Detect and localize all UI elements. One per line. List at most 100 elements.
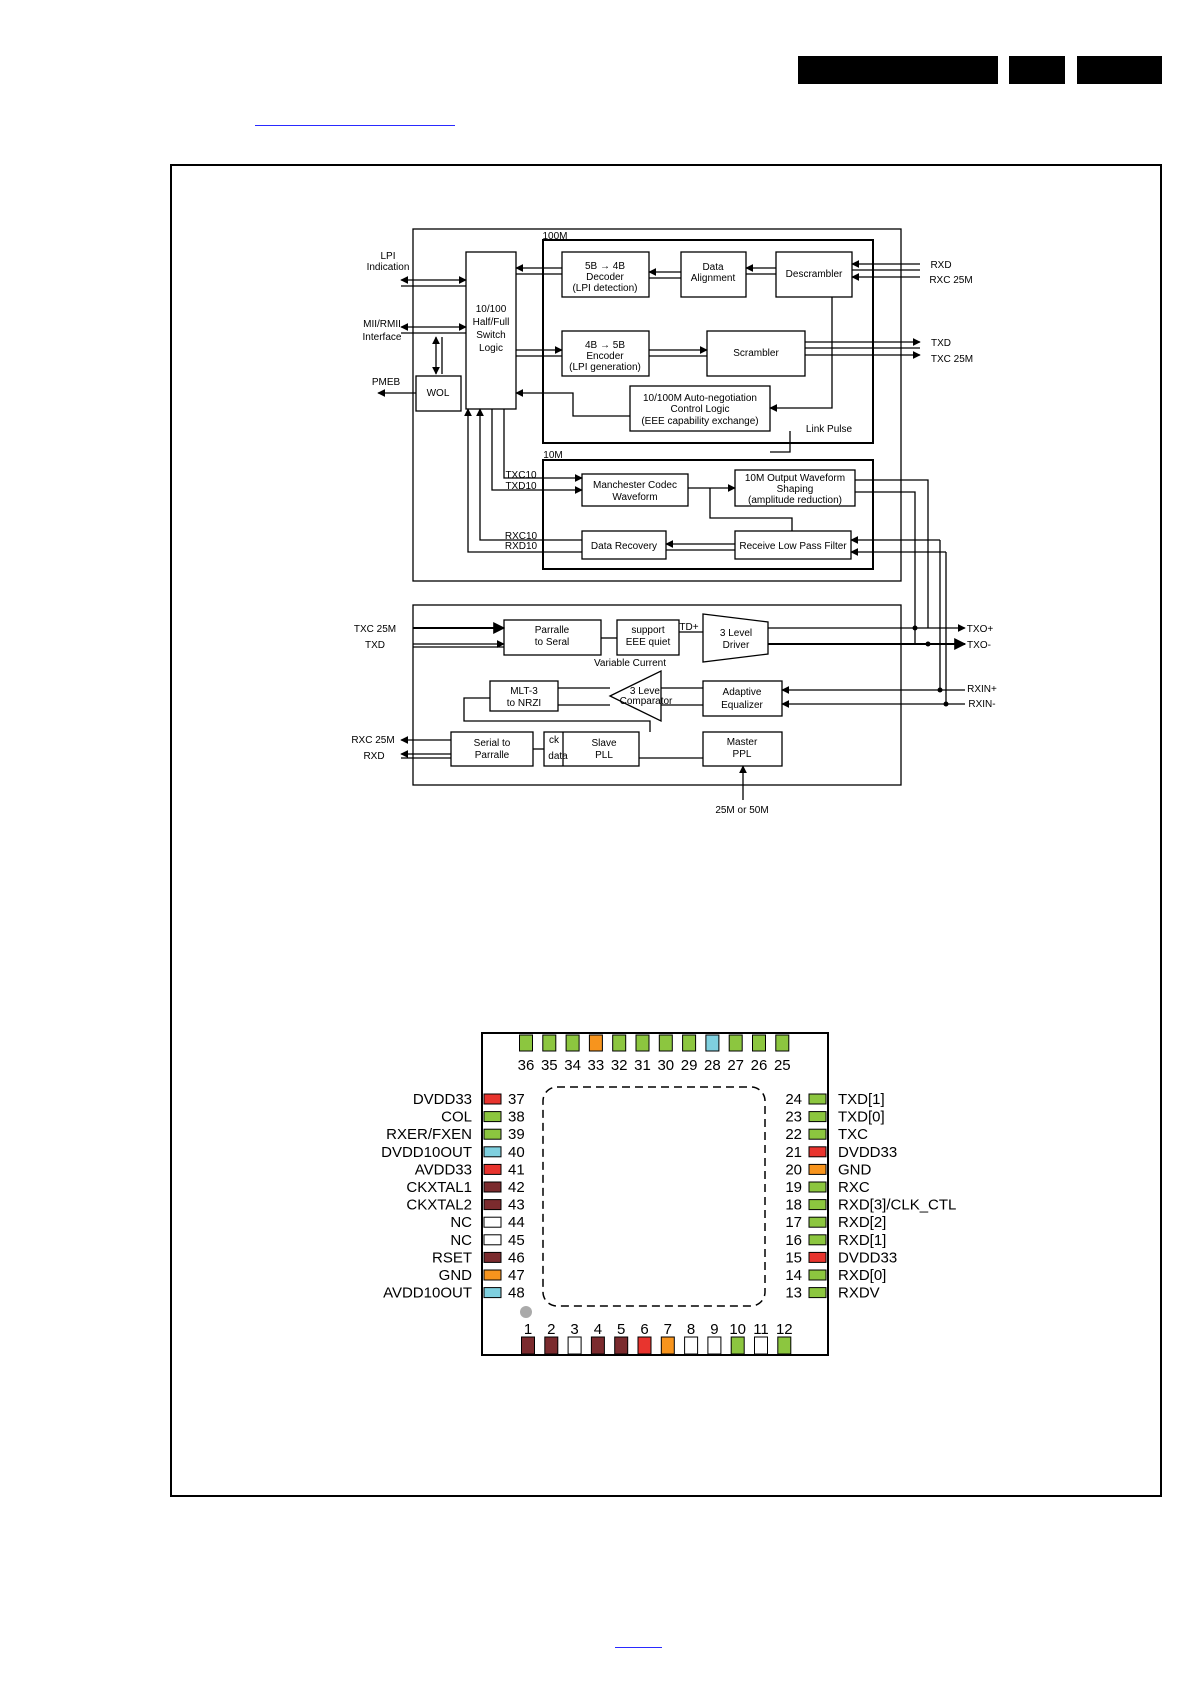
group-10m-label: 10M	[543, 450, 562, 461]
switch-logic-label-1: 10/100	[476, 304, 507, 315]
txc10-label: TXC10	[505, 470, 537, 481]
pin-number: 42	[508, 1179, 525, 1196]
descrambler-label: Descrambler	[786, 269, 843, 280]
pin-19	[808, 1181, 827, 1193]
pma-region	[412, 604, 902, 786]
decoder-label-1: 5B → 4B	[585, 261, 625, 272]
pin-number: 22	[785, 1126, 802, 1143]
pin-number: 30	[657, 1057, 674, 1074]
pin-23	[808, 1111, 827, 1123]
pin-number: 48	[508, 1285, 525, 1302]
rxd10-label: RXD10	[505, 541, 538, 552]
pin-name: TXC	[838, 1126, 868, 1143]
pin-14	[808, 1269, 827, 1281]
pin-24	[808, 1093, 827, 1105]
pin-44	[483, 1216, 502, 1228]
pin-name: GND	[838, 1161, 872, 1178]
group-10m	[542, 459, 874, 570]
pin-48	[483, 1287, 502, 1299]
master-ppl-label-1: Master	[727, 737, 758, 748]
driver-label-2: Driver	[723, 640, 750, 651]
txo-minus-label: TXO-	[967, 640, 991, 651]
pin-6	[637, 1336, 652, 1355]
pin-name: NC	[450, 1232, 472, 1249]
pin-number: 26	[751, 1057, 768, 1074]
pma-txd-label: TXD	[365, 640, 385, 651]
pin-1	[521, 1336, 535, 1355]
pin-31	[635, 1034, 650, 1052]
pin-25	[775, 1034, 790, 1052]
pin-number: 7	[664, 1321, 672, 1338]
mac-region	[412, 228, 902, 582]
bottom-link[interactable]	[615, 1647, 662, 1648]
master-ppl-label-2: PPL	[733, 749, 752, 760]
mii-label-2: Interface	[363, 332, 402, 343]
figure-frame	[170, 164, 1162, 1497]
pin-number: 35	[541, 1057, 558, 1074]
pin-43	[483, 1199, 502, 1211]
pin-number: 36	[518, 1057, 535, 1074]
exposed-pad	[542, 1086, 766, 1307]
pin-36	[519, 1034, 533, 1052]
equalizer-label-2: Equalizer	[721, 700, 763, 711]
comparator-label-1: 3 Level	[630, 686, 662, 697]
pin-26	[752, 1034, 766, 1052]
clock-in-label: 25M or 50M	[715, 805, 768, 816]
rxc10-label: RXC10	[505, 531, 538, 542]
pma-rxc25m-label: RXC 25M	[351, 735, 394, 746]
pin-number: 1	[524, 1321, 532, 1338]
pin-number: 24	[785, 1091, 802, 1108]
rxin-plus-label: RXIN+	[967, 684, 997, 695]
eee-quiet-label-1: support	[631, 625, 665, 636]
output-waveform-label-2: Shaping	[777, 484, 814, 495]
txc25m-label: TXC 25M	[931, 354, 973, 365]
data-alignment-label-1: Data	[702, 262, 724, 273]
mii-label-1: MII/RMII	[363, 319, 401, 330]
pin-name: DVDD33	[413, 1091, 472, 1108]
rx-lpf-block	[734, 530, 852, 560]
pin-34	[565, 1034, 580, 1052]
pma-rxd-label: RXD	[363, 751, 384, 762]
mlt3-label-1: MLT-3	[510, 686, 538, 697]
pin-name: AVDD33	[415, 1161, 472, 1178]
data-label: data	[548, 751, 568, 762]
p2s-label-1: Parralle	[535, 625, 570, 636]
pin-number: 19	[785, 1179, 802, 1196]
header-block-1	[798, 56, 998, 84]
pin-13	[808, 1287, 827, 1299]
pin-number: 25	[774, 1057, 791, 1074]
pin-name: RXC	[838, 1179, 870, 1196]
pin-number: 39	[508, 1126, 525, 1143]
txd-label: TXD	[931, 338, 951, 349]
td-plus-label: TD+	[679, 622, 698, 633]
pin-name: DVDD33	[838, 1144, 897, 1161]
pin-38	[483, 1111, 502, 1123]
pin-10	[730, 1336, 745, 1355]
autoneg-label-3: (EEE capability exchange)	[641, 416, 758, 427]
rxin-minus-label: RXIN-	[968, 699, 995, 710]
decoder-label-2: Decoder	[586, 272, 624, 283]
encoder-label-3: (LPI generation)	[569, 362, 641, 373]
s2p-label-1: Serial to	[474, 738, 511, 749]
pin-number: 27	[727, 1057, 744, 1074]
pin-41	[483, 1163, 502, 1175]
pin-name: RXD[1]	[838, 1232, 886, 1249]
scrambler-label: Scrambler	[733, 348, 779, 359]
pin-number: 11	[753, 1321, 769, 1338]
pin-27	[728, 1034, 743, 1052]
pin-name: RXDV	[838, 1285, 880, 1302]
pin-number: 6	[640, 1321, 648, 1338]
autoneg-label-2: Control Logic	[671, 404, 730, 415]
txd10-label: TXD10	[505, 481, 537, 492]
pin-8	[684, 1336, 699, 1355]
rxc25m-label: RXC 25M	[929, 275, 972, 286]
manchester-label-2: Waveform	[612, 492, 657, 503]
pin-number: 18	[785, 1197, 802, 1214]
pma-txc25m-label: TXC 25M	[354, 624, 396, 635]
mlt3-label-2: to NRZI	[507, 698, 541, 709]
pin-2	[544, 1336, 559, 1355]
slave-pll-label-2: PLL	[595, 750, 613, 761]
encoder-label-1: 4B → 5B	[585, 340, 625, 351]
top-link[interactable]	[255, 125, 455, 126]
